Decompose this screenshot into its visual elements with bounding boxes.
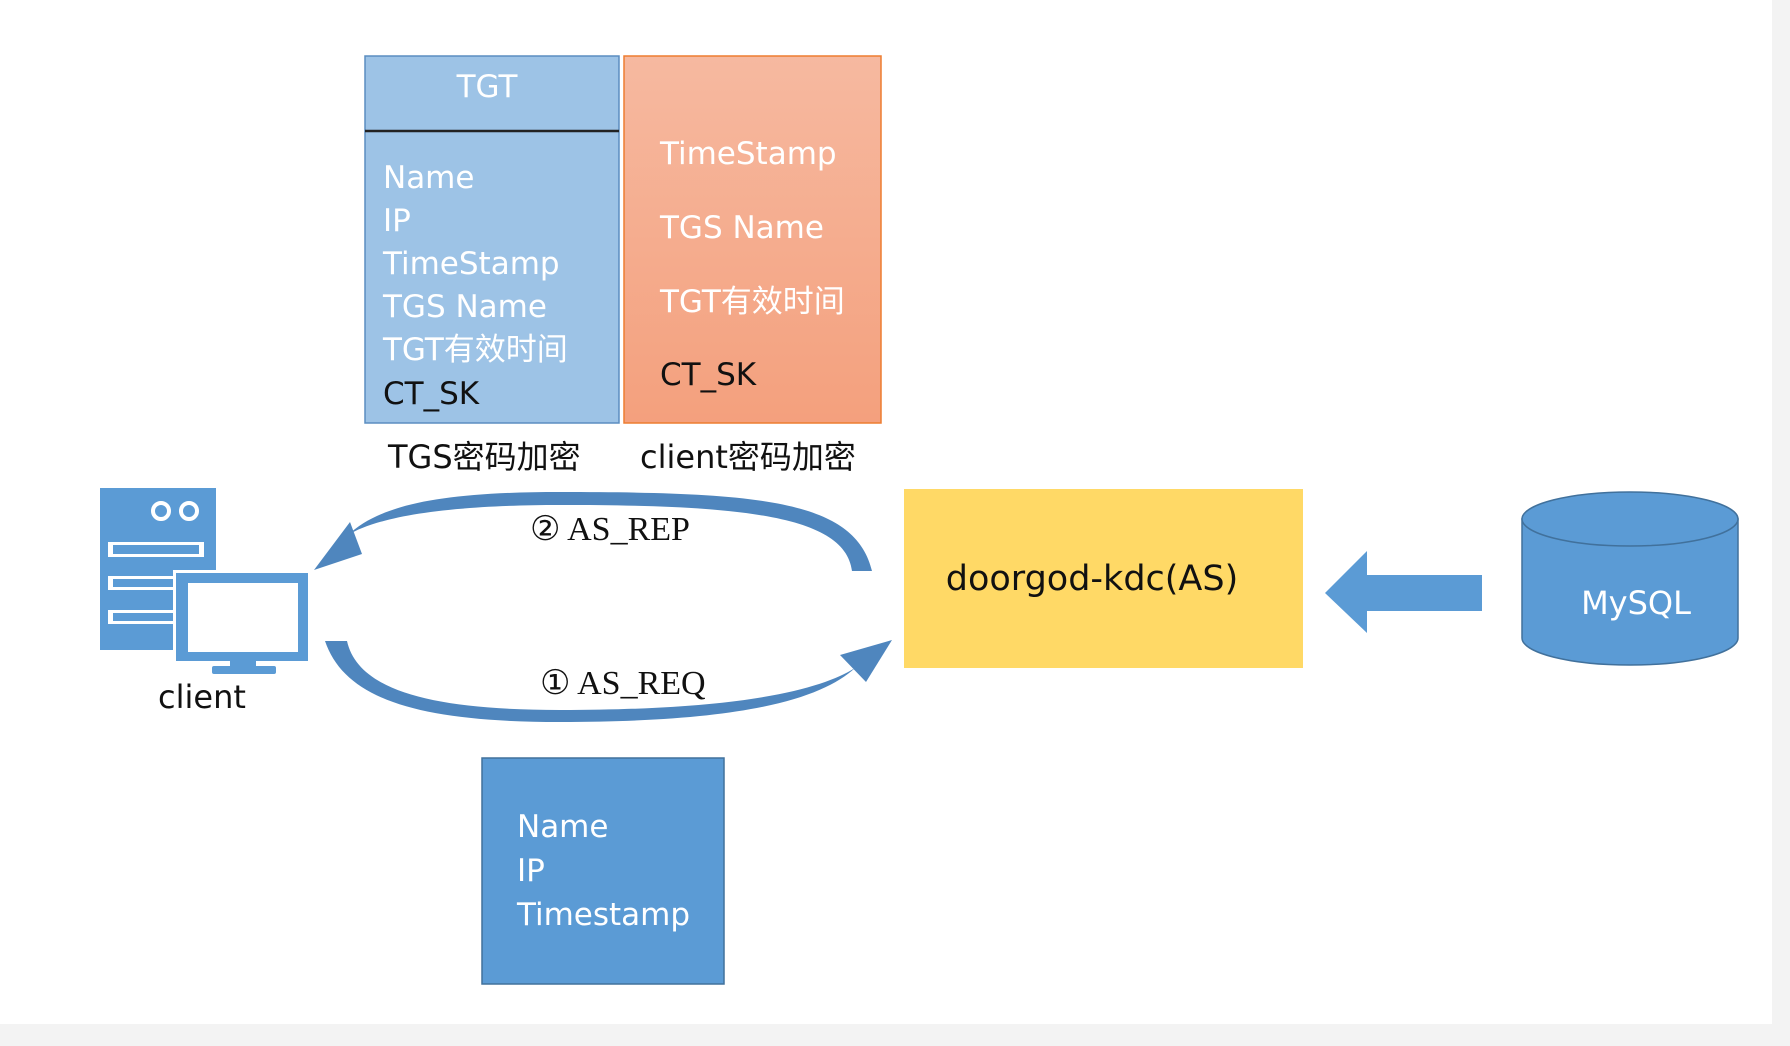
- tgt-header: TGT: [456, 69, 519, 105]
- as-req-arrow: [325, 640, 892, 722]
- kdc-label: doorgod-kdc(AS): [946, 559, 1239, 599]
- client-encrypted-box: TimeStamp TGS Name TGT有效时间 CT_SK: [623, 55, 882, 424]
- client-field-tgs-name: TGS Name: [659, 210, 824, 246]
- as-rep-label: ② AS_REP: [530, 511, 690, 548]
- client-label: client: [158, 678, 246, 716]
- diagram-canvas: TGT Name IP TimeStamp TGS Name TGT有效时间 C…: [0, 0, 1772, 1024]
- tgt-box-caption: TGS密码加密: [387, 438, 581, 476]
- req-field-ip: IP: [517, 853, 545, 889]
- db-to-kdc-arrow: [1325, 551, 1482, 633]
- kerberos-as-diagram: TGT Name IP TimeStamp TGS Name TGT有效时间 C…: [100, 55, 1739, 985]
- tgt-field-ct-sk: CT_SK: [383, 376, 480, 412]
- monitor-screen: [188, 583, 298, 652]
- tgt-field-tgs-name: TGS Name: [382, 289, 547, 325]
- client-encrypted-box-bg: [623, 55, 882, 424]
- mysql-database-icon: [1521, 491, 1739, 666]
- as-req-content-box: [481, 757, 725, 985]
- mysql-label: MySQL: [1581, 584, 1691, 622]
- client-field-ct-sk: CT_SK: [660, 357, 757, 393]
- monitor-stand: [212, 666, 276, 674]
- tgt-field-ip: IP: [383, 203, 411, 239]
- tgt-field-timestamp: TimeStamp: [382, 246, 560, 282]
- tgt-box-bg: [364, 55, 620, 424]
- tgt-field-name: Name: [383, 160, 474, 196]
- client-field-validity: TGT有效时间: [659, 284, 845, 320]
- client-computer-icon: [100, 488, 311, 674]
- req-field-name: Name: [517, 809, 608, 845]
- as-req-label: ① AS_REQ: [540, 665, 706, 702]
- as-rep-arrow: [314, 492, 872, 571]
- tgt-box: TGT Name IP TimeStamp TGS Name TGT有效时间 C…: [364, 55, 620, 424]
- kdc-box: [904, 489, 1303, 668]
- req-field-timestamp: Timestamp: [516, 897, 690, 933]
- tgt-field-validity: TGT有效时间: [382, 332, 568, 368]
- client-box-caption: client密码加密: [640, 438, 856, 476]
- client-field-timestamp: TimeStamp: [659, 136, 837, 172]
